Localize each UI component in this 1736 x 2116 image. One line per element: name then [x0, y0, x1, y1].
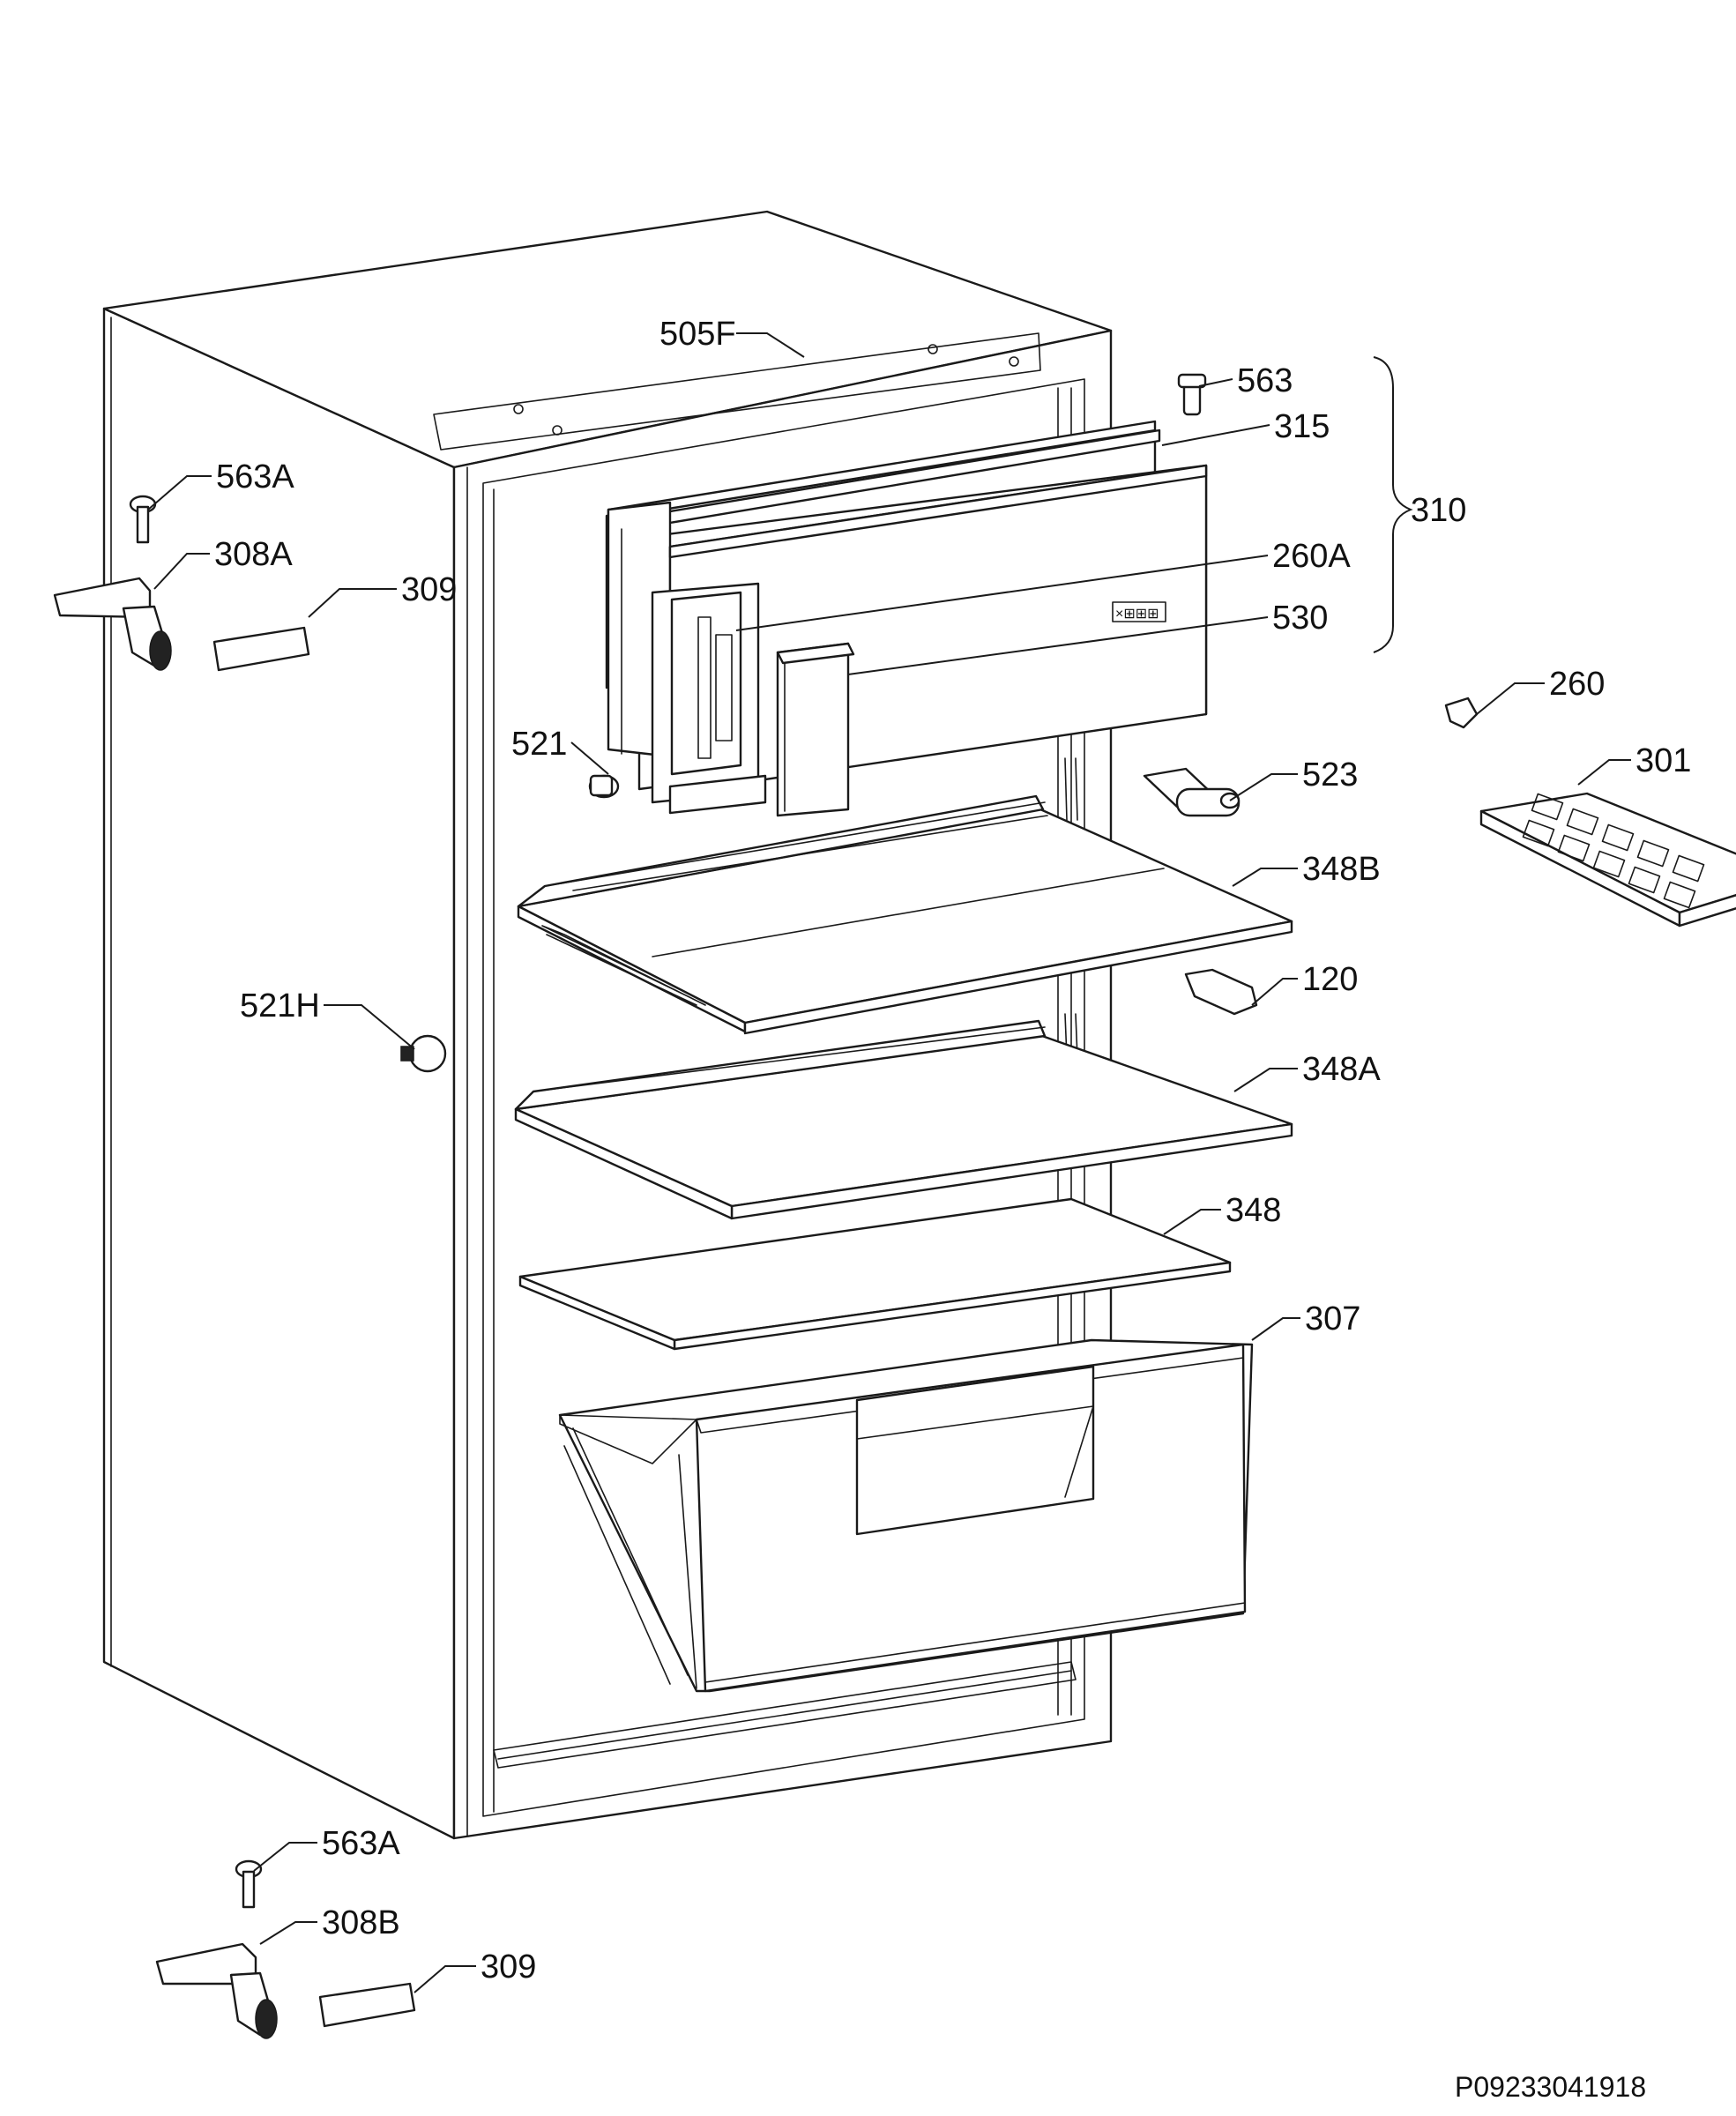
part-260-clip: [1444, 697, 1479, 729]
part-563a-bottom-screw: [235, 1859, 263, 1909]
callout-521h: 521H: [240, 987, 320, 1024]
callout-labels: 505F 563 315 310 563A 308A 309 260A 530 …: [214, 316, 1691, 2103]
callout-310: 310: [1411, 492, 1466, 529]
callout-307: 307: [1305, 1300, 1360, 1337]
shelf-348b: [517, 794, 1293, 1035]
callout-308a: 308A: [214, 536, 293, 573]
part-309-top-cover: [212, 626, 310, 672]
part-309-bottom-cover: [318, 1982, 416, 2028]
part-521-lamp-cover: [588, 774, 620, 799]
part-120-bracket: [1184, 968, 1258, 1016]
callout-260: 260: [1549, 666, 1605, 703]
crisper-drawer-handle: [855, 1365, 1095, 1536]
callout-309-bottom: 309: [481, 1948, 536, 1986]
callout-348a: 348A: [1302, 1051, 1381, 1088]
part-521h-door-stop: [400, 1034, 447, 1073]
callout-530: 530: [1272, 600, 1328, 637]
drawing-reference-code: P09233041918: [1455, 2071, 1646, 2103]
shelf-348a: [514, 1019, 1293, 1220]
callout-505f: 505F: [659, 316, 736, 353]
freezer-compartment: ×⊞⊞⊞: [605, 420, 1208, 817]
part-308a-hinge: [53, 577, 172, 671]
callout-260a: 260A: [1272, 538, 1351, 575]
part-523-lamp: [1143, 767, 1241, 817]
callout-348b: 348B: [1302, 851, 1381, 888]
callout-563: 563: [1237, 362, 1293, 399]
freezer-door-handle: [776, 642, 850, 817]
callout-301: 301: [1635, 742, 1691, 779]
crisper-drawer-307: [558, 1338, 1254, 1693]
ice-tray-top: [1479, 792, 1736, 914]
callout-523: 523: [1302, 756, 1358, 794]
svg-text:×⊞⊞⊞: ×⊞⊞⊞: [1115, 607, 1159, 622]
callout-563a-bottom: 563A: [322, 1825, 400, 1862]
callout-315: 315: [1274, 408, 1330, 445]
callout-120: 120: [1302, 961, 1358, 998]
part-563a-top-screw: [129, 495, 157, 544]
part-301-ice-tray: [1479, 792, 1736, 928]
callout-521: 521: [511, 726, 567, 763]
part-308b-hinge: [155, 1942, 278, 2039]
callout-563a-top: 563A: [216, 458, 294, 495]
part-563-knob: [1177, 373, 1207, 416]
callout-leaders: [147, 332, 1631, 1993]
callout-308b: 308B: [322, 1904, 400, 1941]
callout-309-top: 309: [401, 571, 457, 608]
callout-348: 348: [1226, 1192, 1281, 1229]
shelf-348: [518, 1197, 1232, 1351]
